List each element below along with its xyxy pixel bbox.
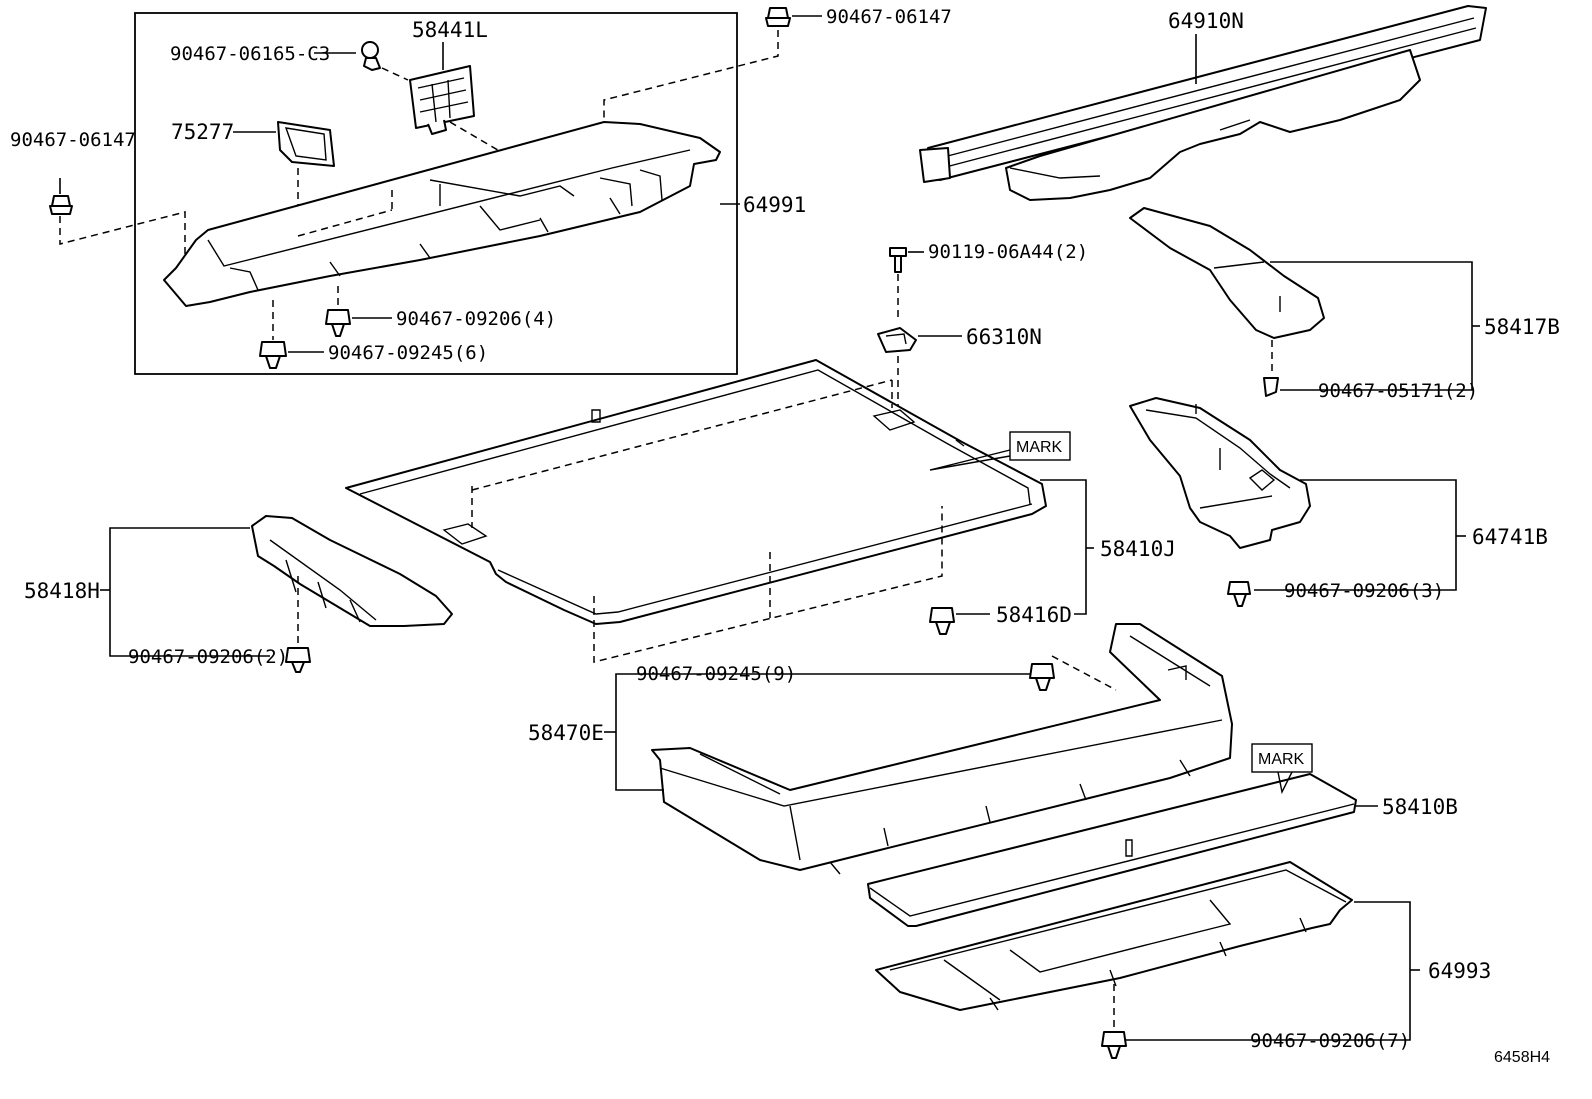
label-90467-09206-7: 90467-09206(7) <box>1250 1030 1410 1052</box>
subassembly-box <box>134 12 738 375</box>
part-58418h[interactable] <box>251 515 453 627</box>
label-58470e: 58470E <box>528 721 604 745</box>
part-66310n[interactable] <box>877 327 917 353</box>
label-58417b: 58417B <box>1484 315 1560 339</box>
label-90467-05171-2: 90467-05171(2) <box>1318 380 1478 402</box>
clip-90467-09245-6[interactable] <box>259 341 287 369</box>
label-90119-06a44-2: 90119-06A44(2) <box>928 241 1088 263</box>
diagram-code: 6458H4 <box>1494 1049 1550 1066</box>
bolt-90119-06a44-2[interactable] <box>889 247 907 273</box>
clip-90467-06147-left[interactable] <box>49 195 73 215</box>
label-58410b: 58410B <box>1382 795 1458 819</box>
part-58470e[interactable] <box>651 623 1233 875</box>
label-90467-06147-left: 90467-06147 <box>10 129 136 151</box>
label-90467-09206-2: 90467-09206(2) <box>128 646 288 668</box>
part-64910n[interactable] <box>919 5 1487 201</box>
label-64993: 64993 <box>1428 959 1491 983</box>
label-64991: 64991 <box>743 193 806 217</box>
part-58417b[interactable] <box>1129 207 1325 339</box>
part-64993[interactable] <box>875 861 1353 1011</box>
label-66310n: 66310N <box>966 325 1042 349</box>
label-58418h: 58418H <box>24 579 100 603</box>
label-58410j: 58410J <box>1100 537 1176 561</box>
clip-90467-06147-top[interactable] <box>765 7 791 27</box>
mark-callout-1: MARK <box>929 431 1071 471</box>
part-75277[interactable] <box>277 121 335 167</box>
label-58416d: 58416D <box>996 603 1072 627</box>
part-58441l[interactable] <box>409 65 475 135</box>
clip-90467-09206-4[interactable] <box>325 309 351 337</box>
label-75277: 75277 <box>171 120 234 144</box>
part-58410j[interactable] <box>345 359 1047 625</box>
mark-callout-2: MARK <box>1251 743 1313 795</box>
clip-90467-06165-c3[interactable] <box>361 41 381 71</box>
part-64991[interactable] <box>163 121 721 307</box>
clip-90467-09245-9[interactable] <box>1029 663 1055 691</box>
label-90467-09206-3: 90467-09206(3) <box>1284 580 1444 602</box>
clip-90467-09206-7[interactable] <box>1101 1031 1127 1059</box>
clip-90467-05171-2[interactable] <box>1263 377 1279 397</box>
clip-90467-09206-2[interactable] <box>285 647 311 673</box>
label-64910n: 64910N <box>1168 9 1244 33</box>
clip-90467-09206-3[interactable] <box>1227 581 1251 607</box>
label-90467-09206-4: 90467-09206(4) <box>396 308 556 330</box>
label-58441l: 58441L <box>412 18 488 42</box>
part-64741b[interactable] <box>1129 397 1311 549</box>
clip-58416d[interactable] <box>929 607 955 635</box>
part-58410b[interactable] <box>867 773 1357 927</box>
label-90467-06147-top: 90467-06147 <box>826 6 952 28</box>
label-90467-09245-9: 90467-09245(9) <box>636 663 796 685</box>
label-90467-06165-c3: 90467-06165-C3 <box>170 43 330 65</box>
mark-label-2: MARK <box>1258 751 1305 768</box>
label-64741b: 64741B <box>1472 525 1548 549</box>
mark-label-1: MARK <box>1016 439 1063 456</box>
label-90467-09245-6: 90467-09245(6) <box>328 342 488 364</box>
